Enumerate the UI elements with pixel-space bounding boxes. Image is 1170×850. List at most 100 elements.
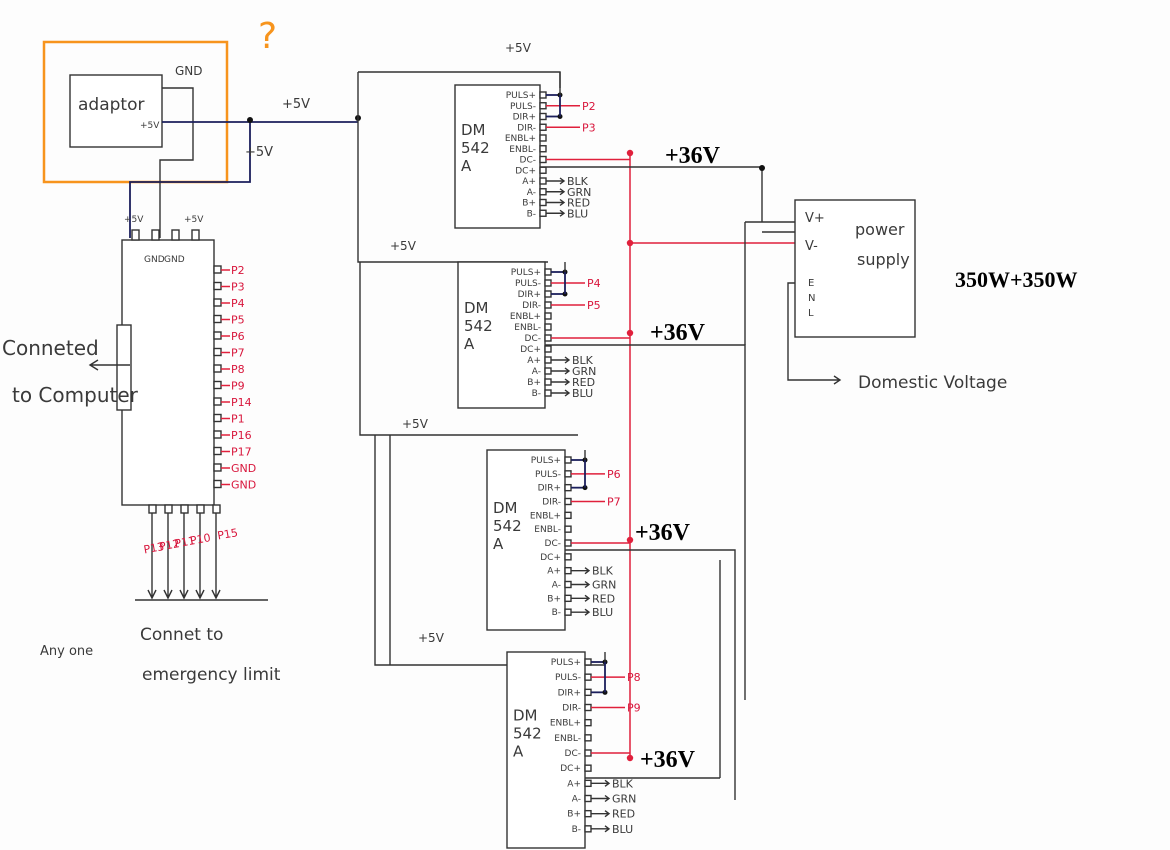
driver-pin xyxy=(584,825,592,833)
controller-bottom-pin xyxy=(180,504,189,514)
driver-model-label: 542 xyxy=(461,139,490,157)
driver-pin xyxy=(544,312,552,320)
driver-pin xyxy=(539,102,547,110)
driver-pin xyxy=(564,553,572,561)
controller-pin-label: P14 xyxy=(231,396,252,409)
driver-pin xyxy=(544,367,552,375)
controller-box xyxy=(121,239,215,506)
controller-board: Conneted to Computer Any one Connet to e… xyxy=(2,215,281,685)
driver-pin xyxy=(544,323,552,331)
driver-pin-label: A- xyxy=(552,581,561,591)
adapter-gnd-label: GND xyxy=(175,64,203,78)
ps-e: E xyxy=(808,278,814,289)
driver-model-label: 542 xyxy=(464,317,493,335)
driver-pin xyxy=(544,301,552,309)
driver-pin-label: B- xyxy=(572,825,581,835)
driver-pin-label: A- xyxy=(527,188,536,198)
controller-pin xyxy=(213,314,222,324)
driver-pin-label: A+ xyxy=(547,567,561,577)
driver-pin-label: DC+ xyxy=(560,764,581,774)
driver-pin xyxy=(544,268,552,276)
driver-pin xyxy=(564,580,572,589)
driver-pin-label: B+ xyxy=(527,378,541,388)
driver-pin-label: PULS- xyxy=(515,279,541,289)
motor-wire-label: GRN xyxy=(572,365,596,378)
controller-pin-label: P5 xyxy=(231,314,245,327)
driver-pin xyxy=(539,177,547,185)
motor-wire-label: BLK xyxy=(572,354,594,367)
motor-wire-arrow xyxy=(591,825,611,833)
driver-pin xyxy=(544,356,552,364)
motor-wire-arrow xyxy=(591,794,611,803)
controller-top-pin xyxy=(191,229,200,241)
emergency-arrow xyxy=(179,513,189,600)
driver-pin xyxy=(584,718,592,727)
driver-pin-label: DIR+ xyxy=(558,688,581,698)
driver-pin-label: A+ xyxy=(527,356,541,366)
driver-pin-label: DIR- xyxy=(517,123,536,133)
adapter-5v-label: +5V xyxy=(140,121,160,131)
driver-pin xyxy=(539,134,547,142)
driver-pin xyxy=(564,456,572,464)
driver-pin xyxy=(544,345,552,353)
driver-pin xyxy=(564,497,572,506)
controller-pin xyxy=(213,331,222,340)
controller-bottom-pin xyxy=(196,504,205,514)
computer-port xyxy=(116,324,132,411)
plus5v-controller-wire xyxy=(129,122,251,238)
controller-pin-label: P7 xyxy=(231,347,245,360)
driver-pin xyxy=(539,112,547,121)
plus5v-label-branch: +5V xyxy=(245,145,273,160)
driver-box xyxy=(486,449,566,631)
emergency-label-1: Connet to xyxy=(140,625,223,645)
driver-2: DM542APULS+PULS-P4DIR+DIR-P5ENBL+ENBL-DC… xyxy=(457,261,630,409)
driver-box xyxy=(457,261,546,409)
driver-pin xyxy=(584,703,592,712)
motor-wire-label: GRN xyxy=(612,793,636,806)
plus5v-label-d2: +5V xyxy=(390,239,417,253)
driver-pin xyxy=(564,594,572,603)
plus36v-label-4: +36V xyxy=(640,747,696,773)
motor-wire-arrow xyxy=(591,810,611,818)
driver-pin-label: PULS- xyxy=(535,470,561,480)
driver-signal-label: P2 xyxy=(582,100,596,113)
controller-top-pin-label: GND xyxy=(144,255,165,265)
driver-signal-label: P5 xyxy=(587,299,601,312)
driver-pin xyxy=(584,809,592,818)
controller-top-pin xyxy=(151,229,160,241)
controller-bottom-pin xyxy=(212,504,221,514)
question-mark: ? xyxy=(258,16,277,57)
driver-pin-label: PULS+ xyxy=(531,456,561,466)
driver-pin-label: ENBL- xyxy=(534,525,561,535)
controller-pin-label: P1 xyxy=(231,413,245,426)
motor-wire-arrow xyxy=(551,356,571,364)
driver-signal-label: P6 xyxy=(607,468,621,481)
motor-wire-label: BLU xyxy=(572,387,593,400)
driver-pin-label: ENBL+ xyxy=(530,511,561,521)
controller-pin-label: P2 xyxy=(231,264,245,277)
motor-wire-label: GRN xyxy=(592,579,616,592)
driver-pin-label: B+ xyxy=(567,810,581,820)
motor-wire-arrow xyxy=(546,198,566,207)
driver-pin xyxy=(539,155,547,164)
power-supply-box xyxy=(794,199,916,338)
driver-pin xyxy=(544,378,552,386)
driver-signal-label: P4 xyxy=(587,277,601,290)
controller-pin-label: P3 xyxy=(231,281,245,294)
power-supply: power supply V+ V- E N L Domestic Voltag… xyxy=(787,199,1007,393)
motor-wire-arrow xyxy=(571,608,591,616)
controller-pin-label: P4 xyxy=(231,297,245,310)
driver-4: DM542APULS+PULS-P8DIR+DIR-P9ENBL+ENBL-DC… xyxy=(506,651,641,849)
driver-pin-label: DC+ xyxy=(515,166,536,176)
controller-pin xyxy=(213,347,222,357)
ps-v-minus: V- xyxy=(805,239,818,254)
driver-pin-label: A+ xyxy=(567,779,581,789)
driver-pin-label: DIR- xyxy=(522,301,541,311)
controller-bottom-pin-label: P13 xyxy=(143,540,166,556)
driver-pin-label: ENBL- xyxy=(509,145,536,155)
emergency-arrow xyxy=(163,513,173,600)
driver-pin xyxy=(564,525,572,533)
driver-model-label: 542 xyxy=(513,725,542,743)
driver-pin-label: PULS+ xyxy=(551,658,581,668)
